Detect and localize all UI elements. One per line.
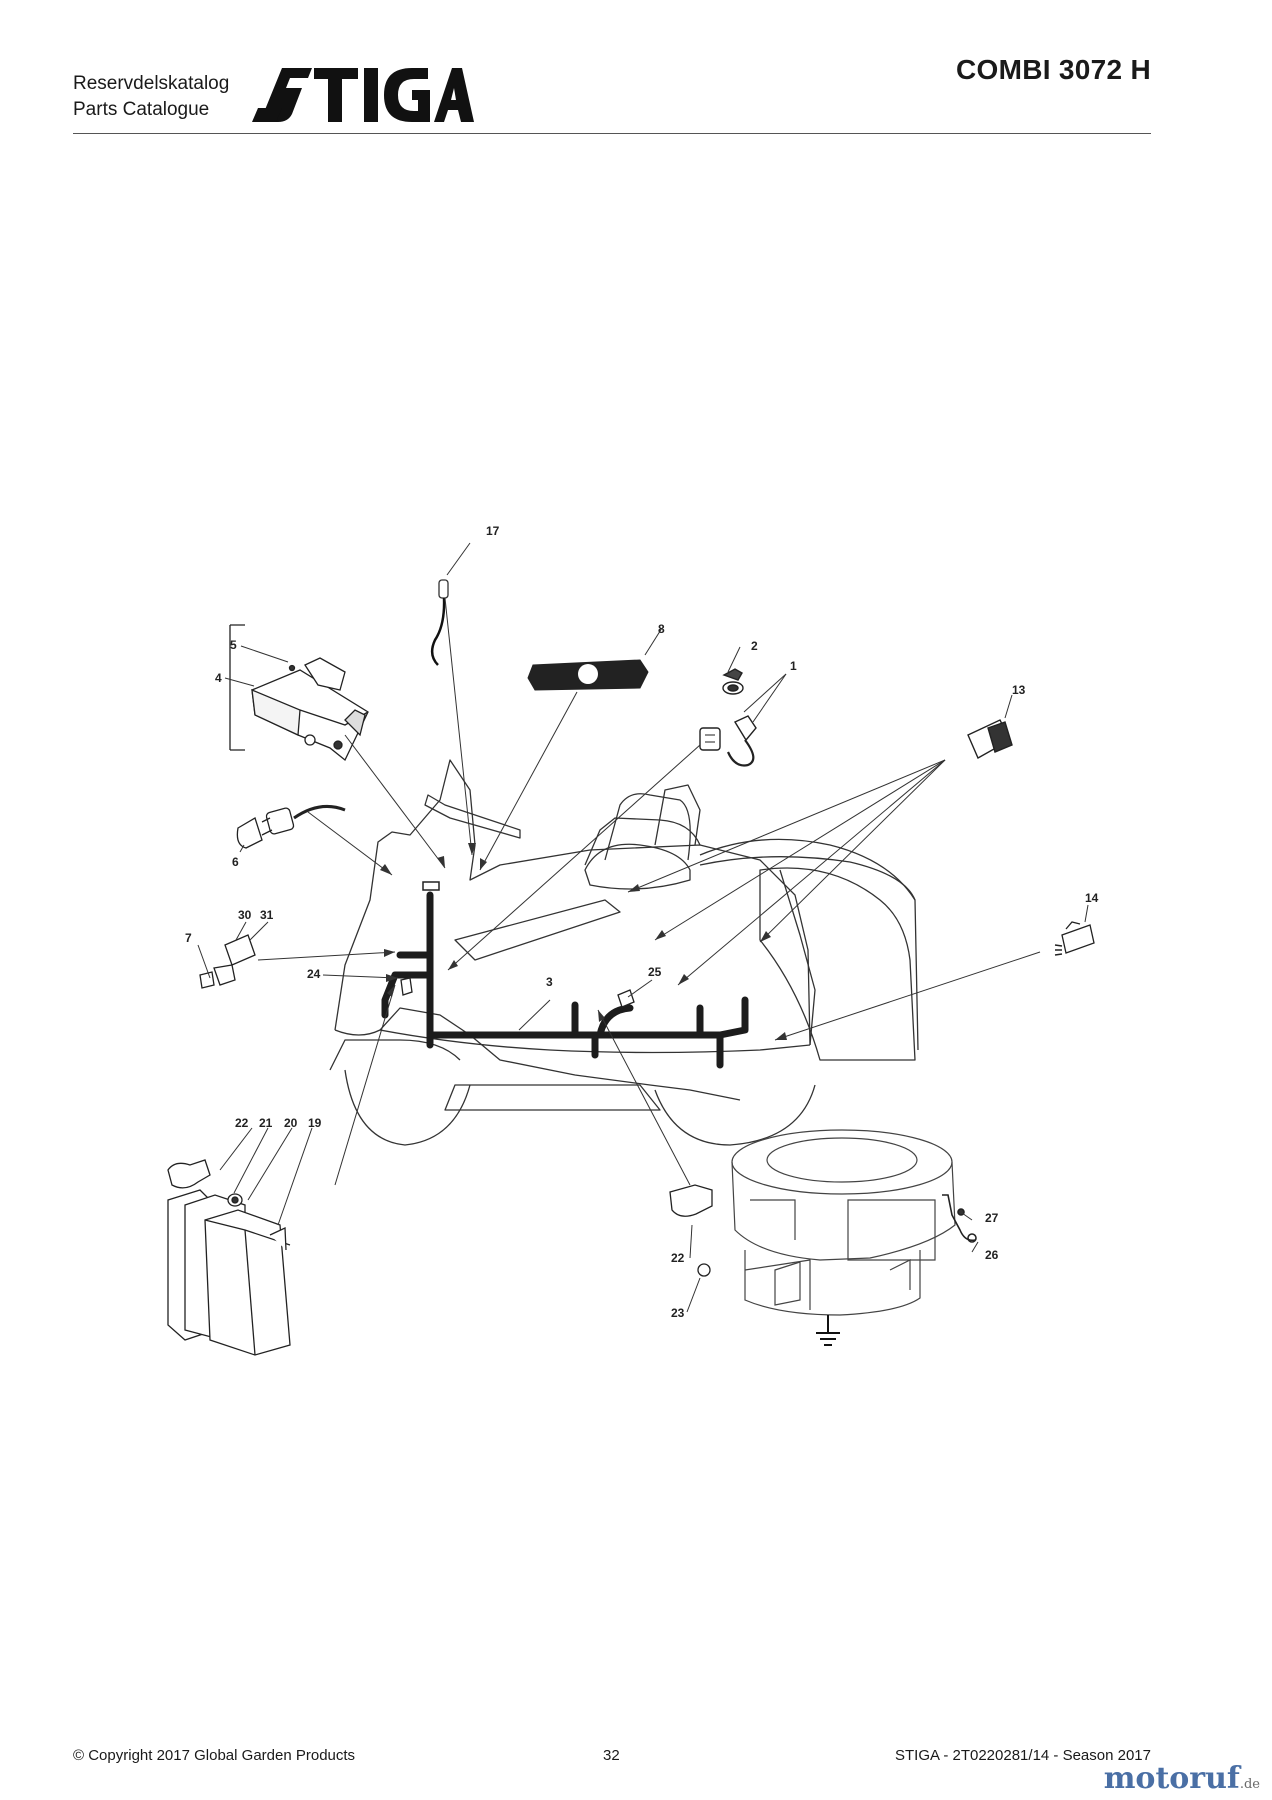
document-reference: STIGA - 2T0220281/14 - Season 2017 <box>894 1747 1151 1764</box>
display-panel-part <box>527 659 649 691</box>
ground-cable-part <box>942 1194 977 1243</box>
callout-5: 5 <box>230 638 237 652</box>
sensor-part <box>430 579 449 666</box>
engine-cover-outline <box>759 867 916 1061</box>
callout-22-lower: 22 <box>671 1251 685 1265</box>
callout-30: 30 <box>238 908 252 922</box>
callout-20: 20 <box>284 1116 298 1130</box>
wire-harness <box>381 891 749 1069</box>
page-number: 32 <box>603 1747 620 1764</box>
battery-part <box>167 1189 291 1356</box>
engine-part <box>731 1129 956 1316</box>
stiga-logo <box>252 68 474 122</box>
relay-part <box>199 934 256 989</box>
callout-21: 21 <box>259 1116 273 1130</box>
callout-22: 22 <box>235 1116 249 1130</box>
ground-symbol <box>816 1315 840 1346</box>
terminal-boot-part <box>167 1159 713 1277</box>
header-divider <box>73 133 1151 134</box>
watermark-suffix: .de <box>1239 1777 1260 1792</box>
callout-23: 23 <box>671 1306 685 1320</box>
callout-3: 3 <box>546 975 553 989</box>
callout-26: 26 <box>985 1248 999 1262</box>
watermark-name: motoruf <box>1103 1761 1240 1796</box>
arrow-heads <box>380 843 787 1040</box>
wheels-outline <box>329 1039 816 1146</box>
callout-19: 19 <box>308 1116 322 1130</box>
catalog-label-swedish: Reservdelskatalog <box>73 73 230 94</box>
harness-connector <box>422 881 440 891</box>
page-header: Reservdelskatalog Parts Catalogue COMBI … <box>0 0 1272 140</box>
seat-outline <box>584 793 691 890</box>
tractor-body-outline <box>334 759 919 1101</box>
callout-8: 7 <box>185 931 192 945</box>
model-title: COMBI 3072 H <box>956 54 1151 85</box>
rocker-switch-part <box>967 719 1013 759</box>
harness-clips <box>400 977 635 1008</box>
motoruf-watermark: motoruf.de <box>1104 1761 1260 1796</box>
bulb-part <box>236 804 346 849</box>
callout-27: 27 <box>985 1211 999 1225</box>
control-module-part <box>229 624 369 762</box>
callout-1: 1 <box>790 659 797 673</box>
callout-24: 24 <box>307 967 321 981</box>
pointer-arrows <box>257 597 1041 1186</box>
callout-25: 25 <box>648 965 662 979</box>
callout-17: 17 <box>486 524 500 538</box>
callout-13: 13 <box>1012 683 1026 697</box>
part-callouts: 17 8 2 1 13 5 4 6 30 31 7 14 24 3 25 22 … <box>185 524 1099 1320</box>
ignition-switch-part <box>699 668 757 767</box>
callout-4: 4 <box>215 671 222 685</box>
copyright-notice: © Copyright 2017 Global Garden Products <box>73 1747 356 1764</box>
catalog-label-english: Parts Catalogue <box>73 99 210 120</box>
micro-switch-part <box>1054 921 1095 956</box>
callout-6: 6 <box>232 855 239 869</box>
callout-31: 31 <box>260 908 274 922</box>
callout-14: 14 <box>1085 891 1099 905</box>
callout-2: 2 <box>751 639 758 653</box>
callout-7: 8 <box>658 622 665 636</box>
leader-lines <box>197 542 1089 1313</box>
